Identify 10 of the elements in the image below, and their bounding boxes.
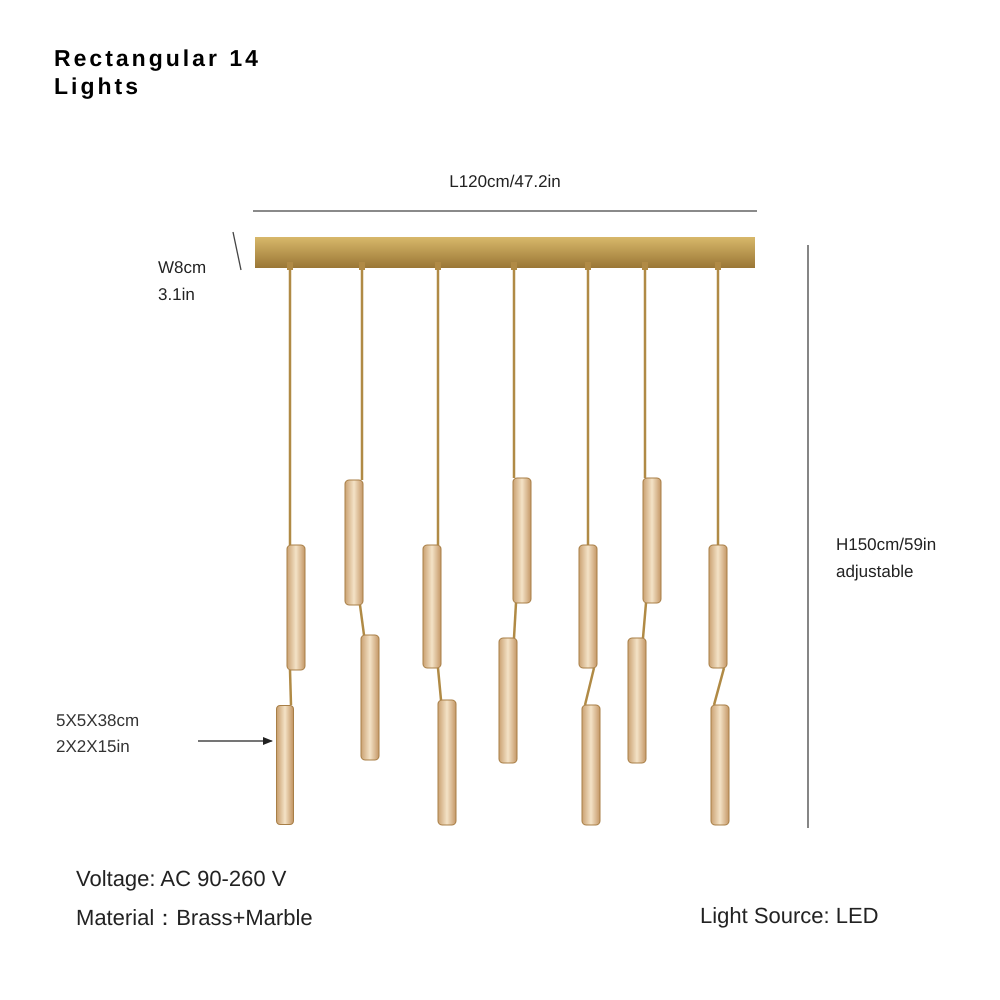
size-label: 5X5X38cm 2X2X15in [56,708,196,760]
length-dimension: L120cm/47.2in [448,172,562,192]
light-source-spec: Light Source: LED [700,903,880,929]
material-spec: Material：Brass+Marble [76,904,314,932]
voltage-spec: Voltage: AC 90-260 V [76,866,288,892]
height-dimension: H150cm/59in adjustable [836,534,938,583]
arrow [198,737,273,745]
marble-light-tube [276,705,294,825]
product-title: Rectangular 14 Lights [54,44,262,100]
width-dimension: W8cm 3.1in [158,257,208,306]
